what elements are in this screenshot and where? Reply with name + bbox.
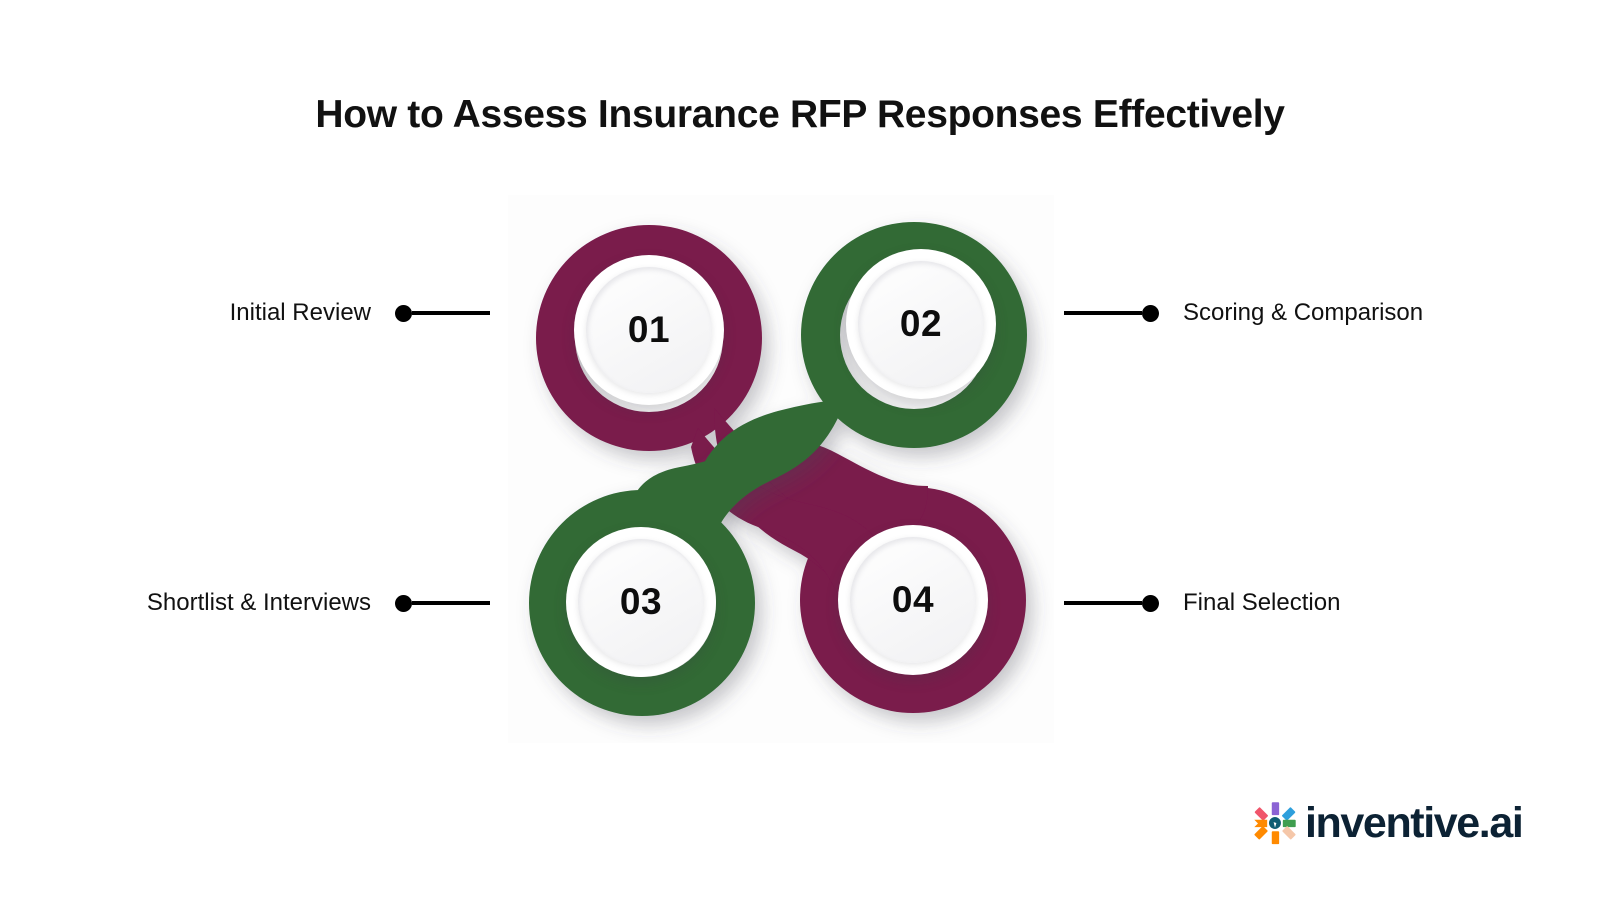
step-disc-02[interactable]: 02 [846,249,996,399]
callout-step-01: Initial Review [40,300,490,326]
callout-label: Scoring & Comparison [1183,299,1424,326]
step-disc-inner: 03 [578,539,704,665]
step-number: 04 [891,579,935,620]
callout-step-03: Shortlist & Interviews [40,590,490,616]
step-disc-03[interactable]: 03 [566,527,716,677]
callout-dot [1142,594,1159,612]
step-disc-inner: 02 [858,261,984,387]
brand-logo: inventive.ai [1252,795,1524,851]
step-disc-01[interactable]: 01 [574,255,724,405]
step-number: 01 [627,309,671,350]
callout-dot [1142,304,1159,322]
callout-label: Final Selection [1183,589,1341,616]
callout-line [412,601,490,605]
callout-line [1064,601,1142,605]
step-number: 03 [619,581,663,622]
callout-label: Initial Review [229,299,371,326]
pinwheel-diagram: 01 02 03 04 [508,195,1054,743]
callout-line [412,311,490,315]
step-disc-04[interactable]: 04 [838,525,988,675]
step-disc-inner: 01 [586,267,712,393]
step-disc-inner: 04 [850,537,976,663]
callout-label: Shortlist & Interviews [146,589,371,616]
page-title: How to Assess Insurance RFP Responses Ef… [315,93,1285,136]
callout-line [1064,311,1142,315]
callout-dot [395,594,412,612]
brand-logo-text: inventive.ai [1305,799,1524,847]
callout-step-02: Scoring & Comparison [1064,300,1544,326]
inventive-starburst-icon [1254,802,1296,845]
callout-dot [395,304,412,322]
callout-step-04: Final Selection [1064,590,1544,616]
step-number: 02 [899,303,943,344]
